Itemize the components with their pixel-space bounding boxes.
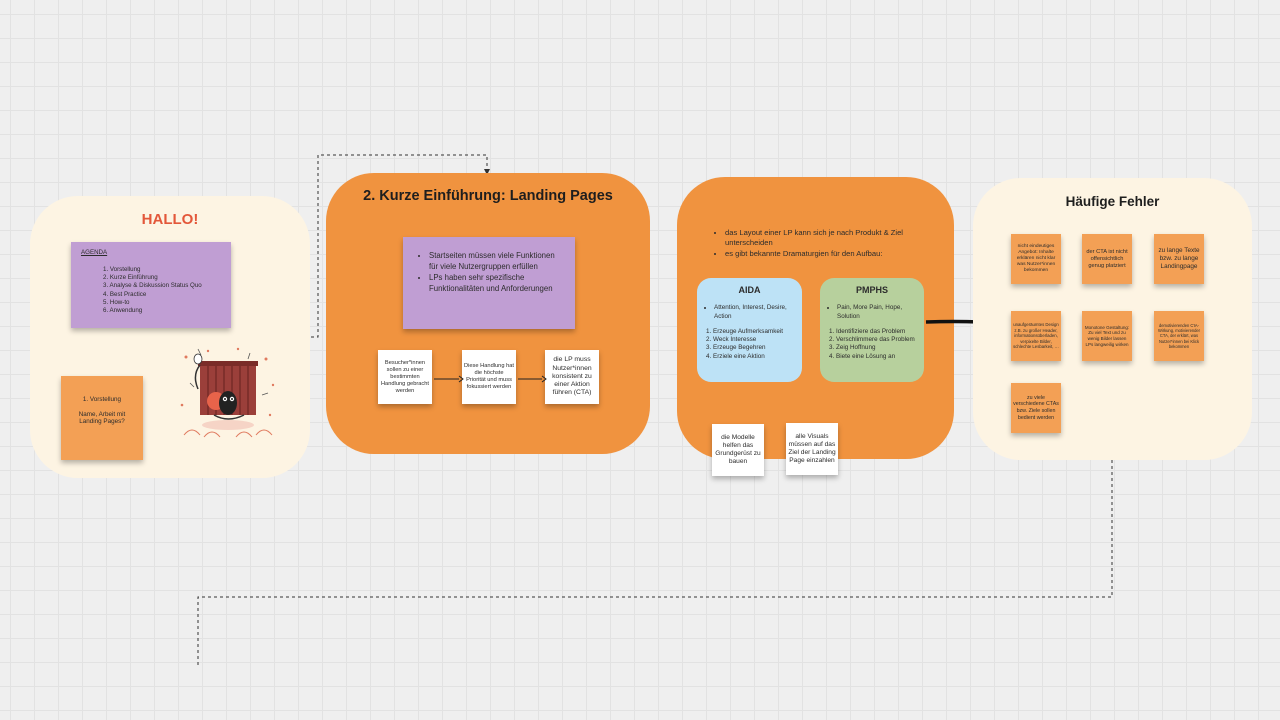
- fehler-note-text: demotivierenden CΊA-Wirkung, motivierend…: [1157, 322, 1201, 349]
- agenda-item: 4. Best Practice: [103, 290, 147, 298]
- agenda-item: 3. Analyse & Diskussion Status Quo: [103, 282, 202, 290]
- fehler-note-3[interactable]: zu lange Texte bzw. zu lange Landingpage: [1154, 234, 1204, 284]
- fehler-note-1[interactable]: nicht eindeutiges Angebot: Inhalte erklä…: [1011, 234, 1061, 284]
- dashed-connector-bottom: [197, 460, 1113, 665]
- flow-arrows: [434, 375, 547, 383]
- startseiten-bullet: Startseiten müssen viele Funktionen für …: [429, 251, 565, 272]
- fehler-note-6[interactable]: demotivierenden CΊA-Wirkung, motivierend…: [1154, 311, 1204, 361]
- agenda-item: 6. Anwendung: [103, 307, 143, 315]
- aida-step: 4. Erziele eine Aktion: [706, 352, 765, 360]
- frame-hallo-title: HALLO!: [141, 211, 199, 228]
- flow-note-2[interactable]: Diese Handlung hat die höchste Priorität…: [462, 350, 516, 404]
- curtain-illustration: [180, 347, 275, 438]
- aida-bullet: Attention, Interest, Desire, Action: [714, 303, 793, 321]
- vorstellung-note-line2: Name, Arbeit mit Landing Pages?: [78, 411, 126, 425]
- frame-einfuehrung-title: 2. Kurze Einführung: Landing Pages: [363, 188, 613, 204]
- pmphs-step: 1. Identifiziere das Problem: [829, 328, 906, 335]
- dramaturgien-bullet: das Layout einer LP kann sich je nach Pr…: [725, 228, 935, 249]
- fehler-note-2[interactable]: der CTA ist nicht offensichtlich genug p…: [1082, 234, 1132, 284]
- agenda-heading: AGENDA: [81, 249, 108, 256]
- agenda-item: 5. How-to: [103, 298, 130, 306]
- dramaturgien-bullet: es gibt bekannte Dramaturgien für den Au…: [725, 249, 935, 259]
- fehler-note-5[interactable]: Monotone Gestaltung: Zu viel Text und zu…: [1082, 311, 1132, 361]
- visuals-note-text: alle Visuals müssen auf das Ziel der Lan…: [788, 433, 836, 464]
- pmphs-title: PMPHS: [855, 285, 888, 295]
- agenda-item: 2. Kurze Einführung: [103, 274, 158, 282]
- flow-note-3[interactable]: die LP muss Nutzer*innen konsistent zu e…: [545, 350, 599, 404]
- fehler-note-text: zu lange Texte bzw. zu lange Landingpage: [1158, 247, 1200, 270]
- modelle-note[interactable]: die Modelle helfen das Grundgerüst zu ba…: [712, 424, 764, 476]
- pmphs-step: 4. Biete eine Lösung an: [829, 352, 896, 360]
- agenda-note[interactable]: AGENDA 1. Vorstellung 2. Kurze Einführun…: [71, 242, 231, 328]
- agenda-item: 1. Vorstellung: [103, 266, 141, 273]
- pmphs-bullet: Pain, More Pain, Hope, Solution: [837, 303, 915, 321]
- flow-note-3-text: die LP muss Nutzer*innen konsistent zu e…: [552, 356, 592, 397]
- modelle-note-text: die Modelle helfen das Grundgerüst zu ba…: [715, 434, 761, 465]
- flow-note-2-text: Diese Handlung hat die höchste Priorität…: [464, 363, 514, 390]
- aida-step: 1. Erzeuge Aufmerksamkeit: [706, 328, 783, 335]
- aida-title: AIDA: [738, 285, 761, 295]
- frame-haeufige-fehler-title: Häufige Fehler: [1065, 194, 1160, 209]
- aida-step: 3. Erzeuge Begehren: [706, 344, 766, 352]
- vorstellung-note[interactable]: 1. Vorstellung Name, Arbeit mit Landing …: [61, 376, 143, 460]
- pmphs-card[interactable]: PMPHS Pain, More Pain, Hope, Solution 1.…: [820, 278, 924, 382]
- vorstellung-note-line1: 1. Vorstellung: [82, 396, 122, 403]
- flow-note-1-text: Besucher*innen sollen zu einer bestimmte…: [380, 359, 430, 394]
- aida-step: 2. Weck Interesse: [706, 336, 757, 344]
- aida-card[interactable]: AIDA Attention, Interest, Desire, Action…: [697, 278, 802, 382]
- fehler-note-text: unaufgeräumtes Design z.B. zu großer Hea…: [1013, 322, 1059, 350]
- dramaturgien-bullets: das Layout einer LP kann sich je nach Pr…: [715, 228, 935, 259]
- visuals-note[interactable]: alle Visuals müssen auf das Ziel der Lan…: [786, 423, 838, 475]
- fehler-note-7[interactable]: zu viele verschiedene CTAs bzw. Ziele so…: [1011, 383, 1061, 433]
- flow-note-1[interactable]: Besucher*innen sollen zu einer bestimmte…: [378, 350, 432, 404]
- startseiten-bullet: LPs haben sehr spezifische Funktionalitä…: [429, 273, 565, 294]
- fehler-note-text: der CTA ist nicht offensichtlich genug p…: [1086, 248, 1128, 269]
- dashed-connector-top: [311, 154, 490, 338]
- fehler-note-text: Monotone Gestaltung: Zu viel Text und zu…: [1084, 324, 1130, 347]
- fehler-note-text: nicht eindeutiges Angebot: Inhalte erklä…: [1016, 244, 1056, 273]
- pmphs-step: 2. Verschlimmere das Problem: [829, 336, 915, 344]
- fehler-note-4[interactable]: unaufgeräumtes Design z.B. zu großer Hea…: [1011, 311, 1061, 361]
- pmphs-step: 3. Zeig Hoffnung: [829, 344, 876, 352]
- fehler-note-text: zu viele verschiedene CTAs bzw. Ziele so…: [1013, 394, 1059, 421]
- startseiten-note[interactable]: Startseiten müssen viele Funktionen für …: [403, 237, 575, 329]
